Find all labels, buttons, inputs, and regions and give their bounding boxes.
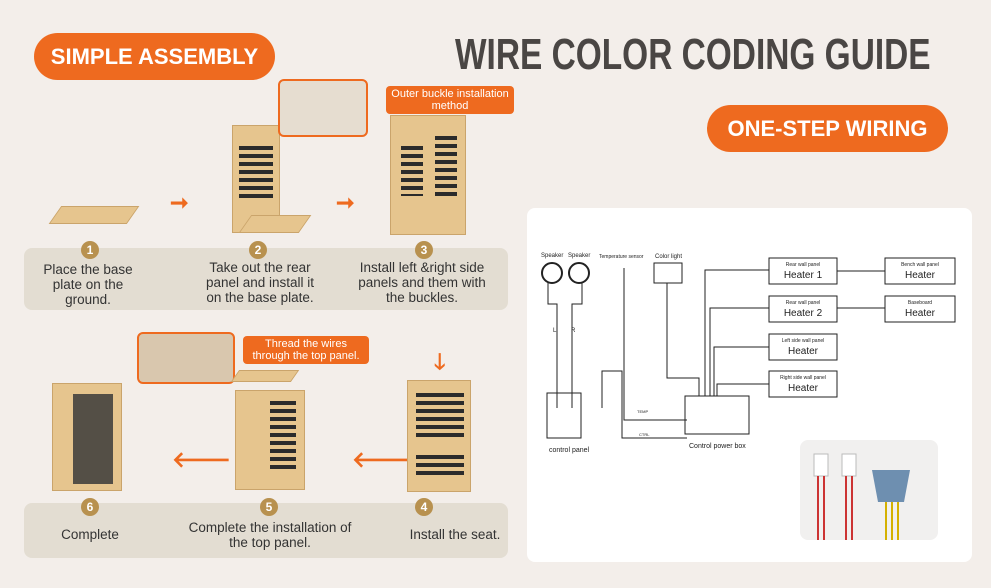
heater-sublabel: Rear wall panel	[786, 300, 820, 306]
arrow-left-icon: 🡐	[352, 447, 411, 472]
step-number: 6	[81, 498, 99, 516]
arrow-left-icon: 🡐	[172, 447, 231, 472]
step-text: Take out the rear panel and install it o…	[205, 260, 315, 305]
arrow-right-icon: ➞	[336, 190, 355, 215]
step-number: 1	[81, 241, 99, 259]
heater-sublabel: Bench wall panel	[901, 262, 939, 268]
top-panel-illustration	[230, 370, 300, 382]
heater-sublabel: Baseboard	[908, 300, 932, 306]
heater-label: Heater 2	[784, 308, 823, 319]
temp-sensor-label: Temperature sensor	[599, 254, 644, 260]
step-number: 2	[249, 241, 267, 259]
seat-illustration	[407, 380, 471, 492]
wires-callout: Thread the wires through the top panel.	[243, 336, 369, 364]
speaker-icon	[541, 262, 563, 284]
step-text: Complete the installation of the top pan…	[188, 520, 352, 550]
simple-assembly-badge: SIMPLE ASSEMBLY	[34, 33, 275, 80]
color-light-label: Color light	[655, 254, 682, 260]
heater-label: Heater	[788, 346, 819, 357]
page-title: WIRE COLOR CODING GUIDE	[455, 30, 931, 79]
right-channel-label: R	[571, 328, 576, 334]
base-plate-illustration	[48, 206, 140, 224]
control-panel-label: control panel	[549, 447, 590, 454]
complete-sauna-illustration	[52, 383, 122, 491]
buckle-callout: Outer buckle installation method	[386, 86, 514, 114]
power-box	[684, 395, 750, 435]
sauna-with-top-illustration	[235, 390, 305, 490]
step-number: 4	[415, 498, 433, 516]
temp-connector-label: TEMP	[637, 409, 648, 414]
step-text: Place the base plate on the ground.	[43, 262, 133, 307]
speaker-label: Speaker	[568, 253, 590, 259]
step-text: Complete	[61, 527, 119, 542]
heater-sublabel: Rear wall panel	[786, 262, 820, 268]
top-panel-photo	[137, 332, 235, 384]
heater-sublabel: Left side wall panel	[782, 338, 825, 344]
connector-photo	[800, 440, 938, 540]
heater-label: Heater	[905, 308, 936, 319]
heater-label: Heater 1	[784, 270, 823, 281]
ctrl-connector-label: CTRL	[639, 432, 650, 437]
left-channel-label: L	[553, 328, 557, 334]
arrow-right-icon: ➞	[170, 190, 189, 215]
one-step-wiring-badge: ONE-STEP WIRING	[707, 105, 948, 152]
step-text: Install left &right side panels and them…	[358, 260, 486, 305]
heater-label: Heater	[905, 270, 936, 281]
arrow-down-icon: 🡓	[434, 349, 446, 374]
step-number: 3	[415, 241, 433, 259]
buckle-photo	[278, 79, 368, 137]
wiring-diagram: Speaker Speaker Temperature sensor Color…	[541, 253, 956, 454]
side-panels-illustration	[390, 115, 466, 235]
step-text: Install the seat.	[409, 527, 501, 542]
speaker-icon	[568, 262, 590, 284]
speaker-label: Speaker	[541, 253, 563, 259]
step-number: 5	[260, 498, 278, 516]
base-plate-2	[238, 215, 312, 233]
heater-sublabel: Right side wall panel	[780, 375, 826, 381]
power-box-label: Control power box	[689, 443, 746, 450]
control-panel-box	[546, 392, 582, 439]
heater-label: Heater	[788, 383, 819, 394]
